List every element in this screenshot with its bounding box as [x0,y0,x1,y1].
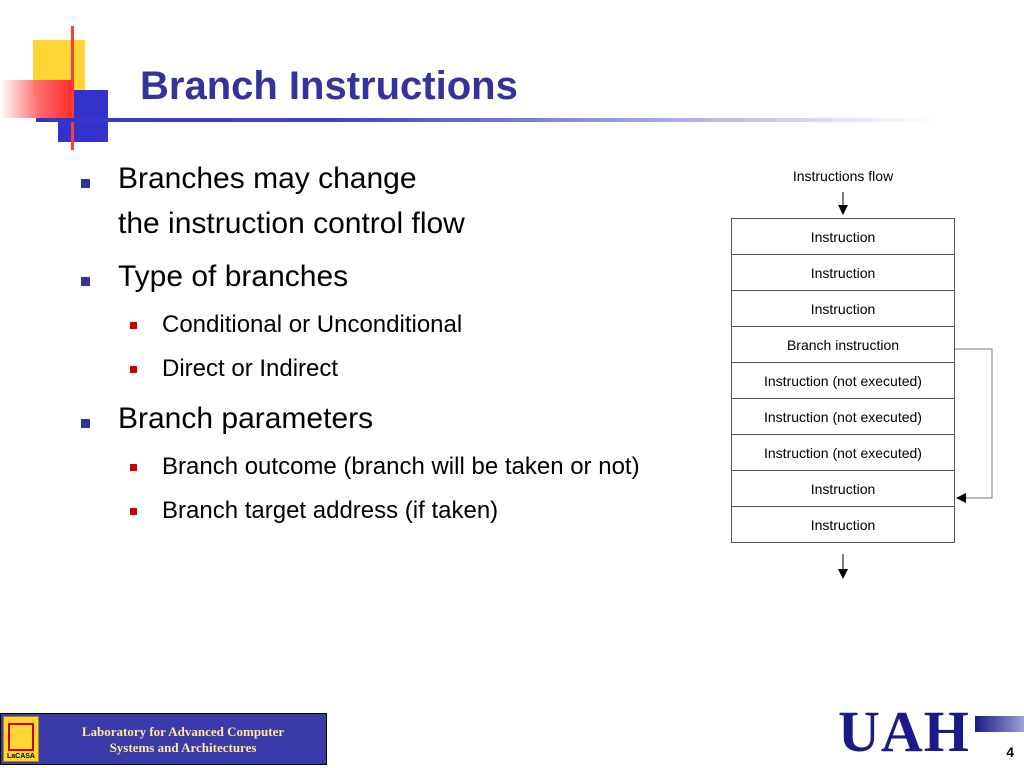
not-executed-box: Instruction (not executed) [731,434,955,471]
sub-bullet-outcome: Branch outcome (branch will be taken or … [162,453,640,480]
not-executed-box: Instruction (not executed) [731,362,955,399]
bullet-branches-change-cont: the instruction control flow [118,207,465,240]
logo-text: LaCASA [6,753,35,760]
sub-bullet-marker [130,366,137,373]
page-number: 4 [1006,744,1014,760]
instruction-box: Instruction [731,506,955,543]
bullet-marker [81,419,90,428]
bullet-marker [81,179,90,188]
bullet-marker [81,277,90,286]
branch-jump-line [955,348,993,499]
sub-bullet-marker [130,464,137,471]
instruction-box: Instruction [731,218,955,255]
title-underline [36,118,936,122]
footer-lab-banner: LaCASA Laboratory for Advanced Computer … [0,713,327,765]
uah-logo-bar [975,716,1024,732]
lab-name-line2: Systems and Architectures [109,740,257,755]
uah-logo: UAH [838,699,970,764]
lab-name: Laboratory for Advanced Computer Systems… [45,724,321,756]
sub-bullet-marker [130,322,137,329]
instruction-box: Instruction [731,254,955,291]
instructions-flow-label: Instructions flow [792,168,894,184]
decor-vertical-line [71,26,74,150]
branch-instruction-box: Branch instruction [731,326,955,363]
sub-bullet-target: Branch target address (if taken) [162,497,499,524]
instruction-stack: Instruction Instruction Instruction Bran… [731,218,955,543]
lacasa-logo: LaCASA [3,716,39,762]
sub-bullet-marker [130,508,137,515]
sub-bullet-conditional: Conditional or Unconditional [162,311,463,338]
instruction-box: Instruction [731,290,955,327]
sub-bullet-direct: Direct or Indirect [162,355,339,382]
lab-name-line1: Laboratory for Advanced Computer [81,724,285,739]
decor-red-gradient [0,80,72,118]
slide-title: Branch Instructions [140,64,518,108]
bullet-type-of-branches: Type of branches [118,260,349,293]
logo-house-icon [8,723,34,751]
branch-target-box: Instruction [731,470,955,507]
bullet-branch-parameters: Branch parameters [118,402,374,435]
bullet-branches-change: Branches may change [118,162,417,195]
not-executed-box: Instruction (not executed) [731,398,955,435]
